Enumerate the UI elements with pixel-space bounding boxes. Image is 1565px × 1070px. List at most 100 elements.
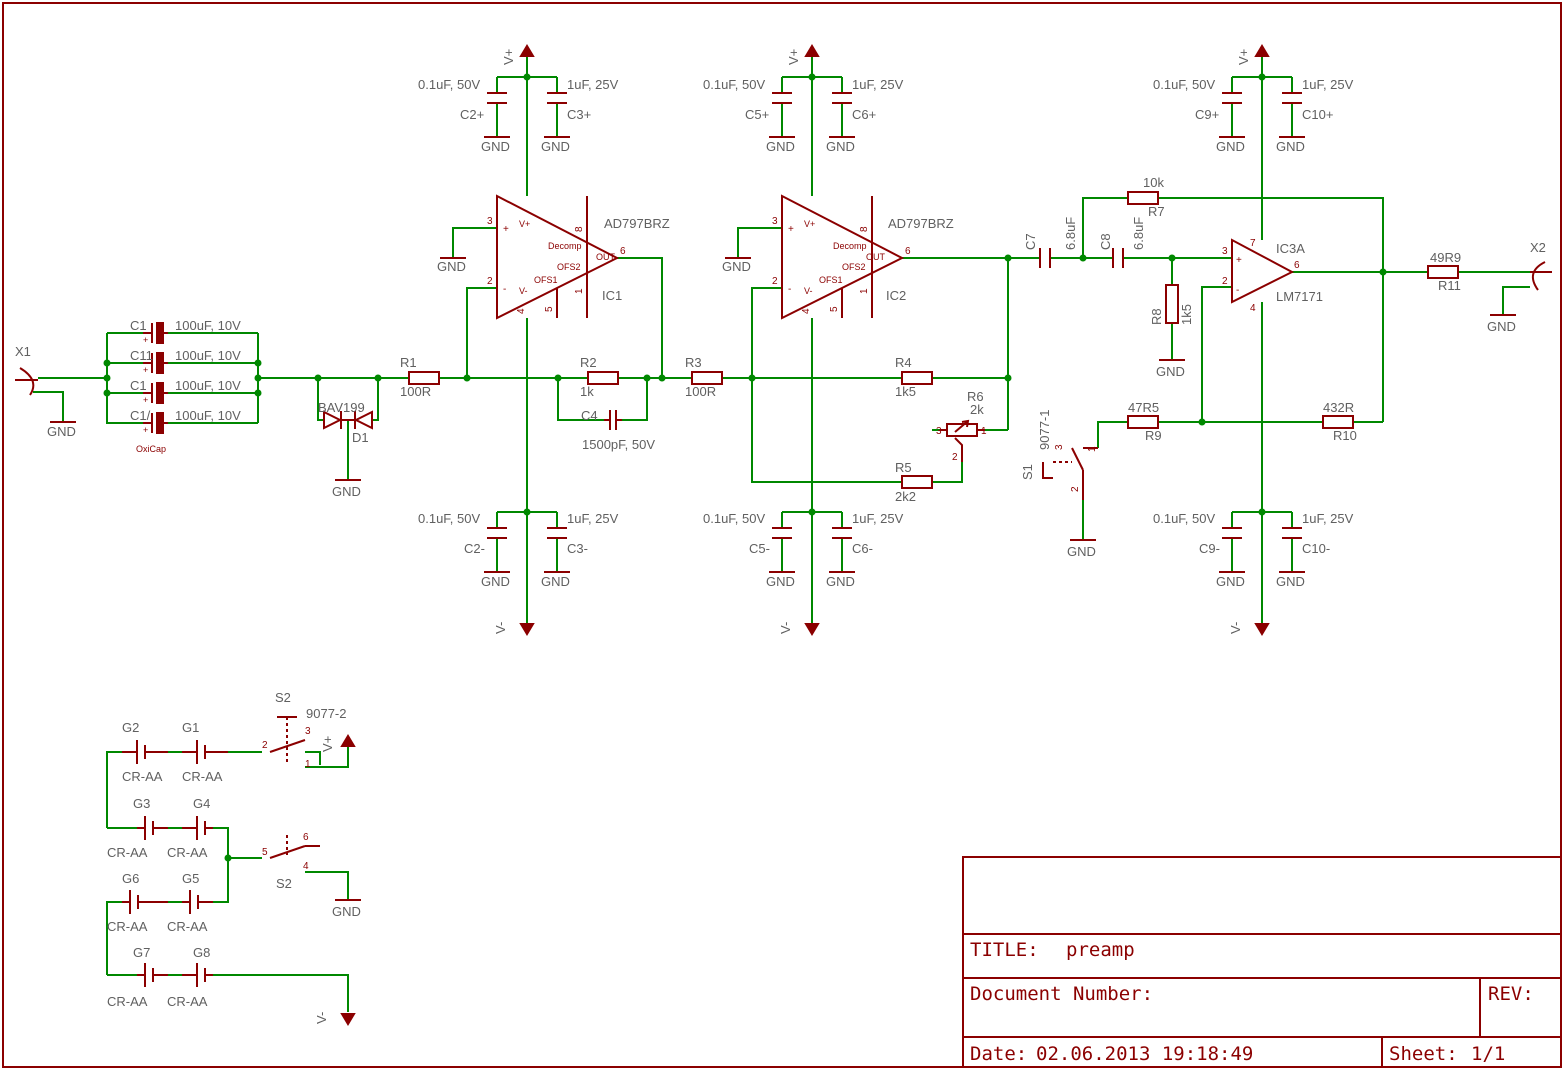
svg-text:C5+: C5+ — [745, 107, 769, 122]
svg-text:IC2: IC2 — [886, 288, 906, 303]
svg-text:V-: V- — [519, 286, 528, 296]
svg-text:2: 2 — [952, 452, 958, 463]
title-label: TITLE: — [970, 939, 1039, 961]
svg-text:G1: G1 — [182, 720, 199, 735]
svg-text:R4: R4 — [895, 355, 912, 370]
svg-text:S2: S2 — [276, 876, 292, 891]
svg-text:GND: GND — [332, 484, 361, 499]
svg-text:1uF, 25V: 1uF, 25V — [852, 77, 904, 92]
svg-text:2: 2 — [772, 276, 778, 287]
svg-text:2k: 2k — [970, 402, 984, 417]
gnd-c10p: GND — [1276, 136, 1305, 154]
x1-label: X1 — [15, 344, 31, 359]
gnd-c3m: GND — [541, 571, 570, 589]
svg-text:V+: V+ — [501, 49, 516, 65]
svg-text:V+: V+ — [804, 219, 815, 229]
svg-text:100uF, 10V: 100uF, 10V — [175, 378, 241, 393]
svg-text:10k: 10k — [1143, 175, 1164, 190]
svg-text:C3-: C3- — [567, 541, 588, 556]
gnd-c9m: GND — [1216, 571, 1245, 589]
svg-text:1: 1 — [305, 759, 311, 770]
svg-text:6.8uF: 6.8uF — [1131, 217, 1146, 250]
sheet-label: Sheet: — [1389, 1043, 1458, 1065]
svg-text:4: 4 — [801, 308, 812, 314]
svg-text:8: 8 — [859, 226, 870, 232]
gnd-c2p: GND — [481, 136, 510, 154]
svg-text:CR-AA: CR-AA — [167, 919, 208, 934]
svg-text:3: 3 — [1222, 246, 1228, 257]
svg-text:GND: GND — [766, 139, 795, 154]
svg-text:G7: G7 — [133, 945, 150, 960]
svg-text:2: 2 — [262, 740, 268, 751]
svg-text:1uF, 25V: 1uF, 25V — [567, 511, 619, 526]
svg-text:4: 4 — [303, 861, 309, 872]
svg-text:1: 1 — [981, 426, 987, 437]
svg-text:0.1uF, 50V: 0.1uF, 50V — [1153, 511, 1215, 526]
cap-c9m: 0.1uF, 50V C9- — [1153, 511, 1242, 556]
connector-x2: X2 — [1530, 240, 1552, 291]
switch-s1: S1 9077-1 3 1 2 — [1020, 410, 1098, 500]
svg-text:3: 3 — [487, 216, 493, 227]
svg-text:3: 3 — [772, 216, 778, 227]
svg-text:100R: 100R — [685, 384, 716, 399]
opamp-ic1: AD797BRZ IC1 + - V+ V- Decomp OUT OFS1 O… — [487, 194, 670, 320]
svg-text:5: 5 — [544, 306, 555, 312]
svg-text:C1: C1 — [130, 378, 147, 393]
svg-text:C6+: C6+ — [852, 107, 876, 122]
vpos-ic3: V+ — [1236, 44, 1270, 65]
svg-text:V-: V- — [1228, 622, 1243, 634]
svg-text:AD797BRZ: AD797BRZ — [604, 216, 670, 231]
svg-text:AD797BRZ: AD797BRZ — [888, 216, 954, 231]
svg-text:+: + — [143, 365, 148, 375]
svg-text:OFS1: OFS1 — [534, 275, 558, 285]
svg-text:1: 1 — [859, 288, 870, 294]
svg-text:G8: G8 — [193, 945, 210, 960]
svg-text:C3+: C3+ — [567, 107, 591, 122]
gnd-ic1-in: GND — [437, 257, 466, 274]
svg-text:1uF, 25V: 1uF, 25V — [1302, 77, 1354, 92]
svg-text:0.1uF, 50V: 0.1uF, 50V — [703, 77, 765, 92]
svg-text:S1: S1 — [1020, 464, 1035, 480]
svg-text:Decomp: Decomp — [833, 241, 867, 251]
resistor-r8: R8 1k5 — [1149, 284, 1194, 325]
svg-text:GND: GND — [541, 139, 570, 154]
svg-text:100uF, 10V: 100uF, 10V — [175, 408, 241, 423]
svg-text:R6: R6 — [967, 389, 984, 404]
svg-text:100uF, 10V: 100uF, 10V — [175, 318, 241, 333]
gnd-c10m: GND — [1276, 571, 1305, 589]
svg-text:6: 6 — [620, 246, 626, 257]
svg-text:IC1: IC1 — [602, 288, 622, 303]
vpos-ic1: V+ — [501, 44, 535, 65]
svg-text:G5: G5 — [182, 871, 199, 886]
svg-text:OUT: OUT — [866, 252, 886, 262]
svg-text:LM7171: LM7171 — [1276, 289, 1323, 304]
svg-text:+: + — [503, 224, 509, 235]
svg-text:+: + — [1236, 255, 1242, 266]
svg-text:GND: GND — [1276, 574, 1305, 589]
svg-text:GND: GND — [826, 139, 855, 154]
svg-text:6.8uF: 6.8uF — [1063, 217, 1078, 250]
svg-text:R7: R7 — [1148, 204, 1165, 219]
junctions — [103, 73, 1387, 862]
svg-text:CR-AA: CR-AA — [167, 845, 208, 860]
svg-text:100uF, 10V: 100uF, 10V — [175, 348, 241, 363]
svg-text:C9-: C9- — [1199, 541, 1220, 556]
svg-text:R10: R10 — [1333, 428, 1357, 443]
svg-text:C6-: C6- — [852, 541, 873, 556]
svg-text:+: + — [143, 395, 148, 405]
cap-c8: C8 6.8uF — [1098, 217, 1146, 268]
svg-text:GND: GND — [722, 259, 751, 274]
input-cap-bank: + C1 100uF, 10V + C11 100uF, 10V + C1 10… — [130, 318, 241, 454]
svg-text:V+: V+ — [519, 219, 530, 229]
